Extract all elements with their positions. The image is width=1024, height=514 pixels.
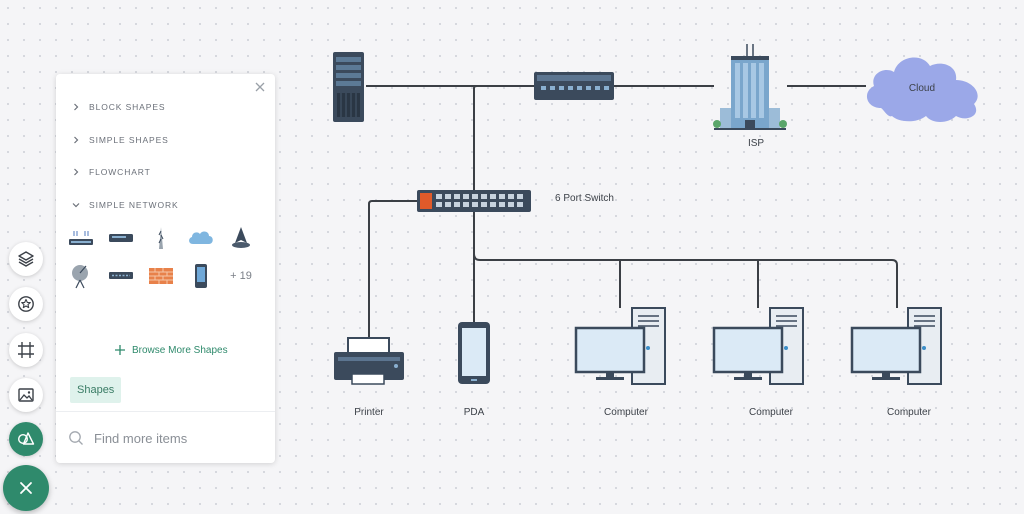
close-panel-fab[interactable] — [3, 465, 49, 511]
shapes-icon — [17, 432, 35, 445]
printer[interactable] — [334, 337, 404, 385]
shape-firewall[interactable] — [146, 262, 176, 290]
templates-tool-button[interactable] — [9, 287, 43, 321]
satellite-icon — [232, 227, 250, 248]
satellite-dish-icon — [72, 265, 88, 289]
layers-tool-button[interactable] — [9, 242, 43, 276]
router-icon — [109, 234, 133, 242]
label-cloud: Cloud — [909, 83, 935, 94]
chevron-down-icon — [72, 203, 80, 208]
connector-lan-bus[interactable] — [473, 253, 898, 308]
panel-divider — [56, 411, 275, 412]
label-pda: PDA — [464, 407, 485, 418]
computer-3[interactable] — [850, 307, 942, 385]
find-items-search — [68, 426, 263, 450]
chevron-right-icon — [74, 168, 79, 176]
shapes-panel: BLOCK SHAPES SIMPLE SHAPES FLOWCHART SIM… — [56, 74, 275, 463]
six-port-switch[interactable] — [417, 190, 531, 212]
antenna-icon — [158, 227, 164, 249]
shape-hub[interactable] — [106, 262, 136, 290]
hub-icon — [109, 272, 133, 279]
image-tool-button[interactable] — [9, 378, 43, 412]
section-label: SIMPLE NETWORK — [89, 200, 179, 210]
router[interactable] — [534, 72, 614, 100]
layers-icon — [18, 251, 34, 267]
chevron-right-icon — [74, 136, 79, 144]
image-icon — [18, 388, 34, 402]
shape-antenna[interactable] — [146, 224, 176, 252]
more-count-label: + 19 — [230, 270, 252, 282]
shape-cloud[interactable] — [186, 224, 216, 252]
section-label: SIMPLE SHAPES — [89, 135, 169, 145]
computer-2[interactable] — [712, 307, 804, 385]
section-simple-shapes[interactable]: SIMPLE SHAPES — [72, 133, 169, 147]
server-rack[interactable] — [333, 52, 364, 122]
label-computer-1: Computer — [604, 407, 649, 418]
browse-label: Browse More Shapes — [132, 344, 228, 356]
connector-trunk[interactable] — [473, 85, 478, 200]
label-switch: 6 Port Switch — [555, 193, 614, 204]
mobile-device-icon — [195, 264, 207, 288]
shape-bridge[interactable] — [66, 224, 96, 252]
shapes-tag[interactable]: Shapes — [70, 377, 122, 403]
shape-satellite[interactable] — [226, 224, 256, 252]
computer-1[interactable] — [574, 307, 666, 385]
search-icon — [69, 431, 83, 445]
cloud-icon — [189, 231, 213, 244]
browse-more-shapes-link[interactable]: Browse More Shapes — [114, 344, 228, 356]
plus-icon — [115, 345, 125, 355]
shape-satellite-dish[interactable] — [66, 262, 96, 290]
isp-building[interactable] — [713, 44, 787, 130]
bridge-icon — [69, 231, 93, 245]
label-isp: ISP — [748, 138, 764, 149]
section-block-shapes[interactable]: BLOCK SHAPES — [72, 100, 165, 114]
more-shapes-count[interactable]: + 19 — [226, 262, 256, 290]
search-input[interactable] — [92, 429, 256, 447]
star-badge-icon — [18, 296, 34, 312]
section-label: FLOWCHART — [89, 167, 151, 177]
label-printer: Printer — [354, 407, 384, 418]
frame-tool-button[interactable] — [9, 333, 43, 367]
section-label: BLOCK SHAPES — [89, 102, 166, 112]
connectors — [366, 85, 898, 338]
firewall-icon — [149, 268, 173, 284]
pda[interactable] — [458, 322, 490, 384]
shape-router[interactable] — [106, 224, 136, 252]
label-computer-2: Computer — [749, 407, 794, 418]
panel-close-icon[interactable] — [253, 80, 267, 94]
shape-mobile-device[interactable] — [186, 262, 216, 290]
cloud-node[interactable] — [866, 57, 978, 122]
connector-switch-printer[interactable] — [368, 200, 418, 338]
section-simple-network[interactable]: SIMPLE NETWORK — [72, 198, 179, 212]
shapes-tool-button[interactable] — [9, 422, 43, 456]
label-computer-3: Computer — [887, 407, 932, 418]
chevron-right-icon — [74, 103, 79, 111]
frame-icon — [18, 342, 34, 358]
section-flowchart[interactable]: FLOWCHART — [72, 165, 151, 179]
close-icon — [20, 482, 32, 494]
